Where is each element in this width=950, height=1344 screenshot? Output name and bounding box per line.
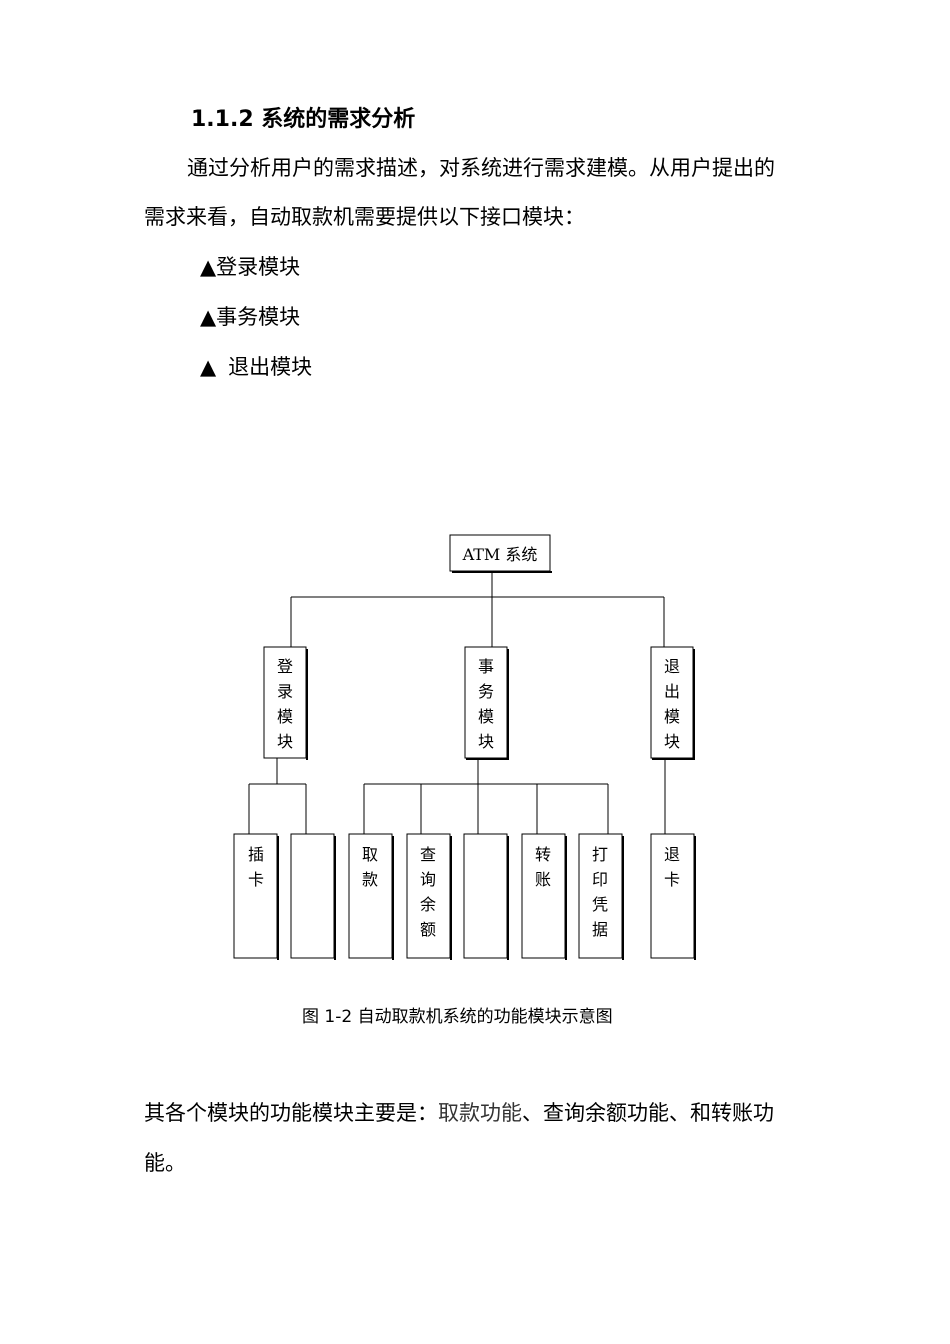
root-label: ATM 系统 — [462, 545, 538, 564]
root-node: ATM 系统 — [449, 534, 552, 573]
triangle-bullet-icon: ▲ — [200, 305, 217, 329]
leaf-label: 查询余额 — [420, 845, 436, 939]
bullet-text: 退出模块 — [228, 355, 313, 379]
summary-serif-run: 取款功能 — [438, 1101, 522, 1125]
bullet-text: 事务模块 — [216, 305, 301, 329]
figure-caption: 图 1-2 自动取款机系统的功能模块示意图 — [302, 1007, 613, 1027]
intro-line-2: 需求来看，自动取款机需要提供以下接口模块： — [144, 205, 585, 229]
bullet-transaction: ▲事务模块 — [200, 302, 300, 332]
summary-prefix: 其各个模块的功能模块主要是： — [144, 1101, 438, 1125]
triangle-bullet-icon: ▲ — [200, 355, 217, 379]
bullet-login: ▲登录模块 — [200, 252, 300, 282]
module-label: 退出模块 — [664, 657, 680, 751]
leaf-labels: 插卡 取款 查询余额 转账 打印凭据 退卡 — [248, 845, 680, 939]
connector-lines — [248, 571, 666, 834]
summary-line-2: 能。 — [144, 1151, 186, 1175]
leaf-label: 转账 — [535, 845, 551, 889]
leaf-nodes — [233, 833, 696, 960]
module-nodes — [263, 646, 695, 760]
intro-line-1: 通过分析用户的需求描述，对系统进行需求建模。从用户提出的 — [187, 156, 775, 180]
module-labels: 登录模块 事务模块 退出模块 — [277, 657, 680, 751]
summary-suffix: 、查询余额功能、和转账功 — [522, 1101, 774, 1125]
leaf-label: 打印凭据 — [592, 845, 608, 939]
bullet-exit: ▲ 退出模块 — [200, 352, 312, 382]
leaf-label: 取款 — [362, 845, 378, 889]
leaf-label: 插卡 — [248, 845, 264, 889]
triangle-bullet-icon: ▲ — [200, 255, 217, 279]
module-label: 登录模块 — [277, 657, 293, 751]
module-label: 事务模块 — [478, 657, 494, 751]
leaf-label: 退卡 — [664, 845, 680, 889]
bullet-text: 登录模块 — [216, 255, 301, 279]
section-heading: 1.1.2 系统的需求分析 — [191, 107, 416, 132]
summary-line-1: 其各个模块的功能模块主要是：取款功能、查询余额功能、和转账功 — [144, 1098, 774, 1128]
